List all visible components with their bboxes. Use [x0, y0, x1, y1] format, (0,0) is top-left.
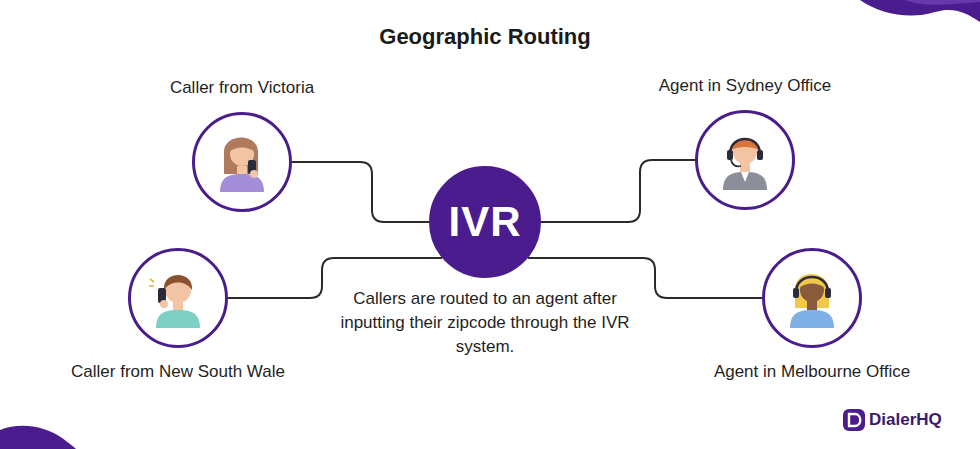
- avatar-circle: [762, 248, 862, 348]
- note-text: Callers are routed to an agent after inp…: [340, 287, 630, 359]
- connector-line: [292, 162, 429, 222]
- avatar-circle: [695, 110, 795, 210]
- agent-node: Agent in Sydney Office: [695, 110, 795, 210]
- node-heading: Agent in Melbourne Office: [714, 362, 910, 382]
- agent-avatar: [764, 250, 860, 346]
- caller-node: Caller from Victoria: [192, 112, 292, 212]
- caller-avatar: [130, 250, 226, 346]
- avatar-circle: [192, 112, 292, 212]
- node-heading: Caller from New South Wale: [71, 362, 285, 382]
- logo-text: DialerHQ: [869, 409, 969, 431]
- corner-blob: [0, 426, 76, 449]
- logo-icon: [843, 409, 865, 431]
- corner-blob: [905, 0, 980, 5]
- ivr-circle: IVR: [429, 166, 541, 278]
- agent-node: Agent in Melbourne Office: [762, 248, 862, 348]
- connector-line: [541, 160, 695, 222]
- node-text: IVR: [448, 198, 521, 246]
- corner-blob: [860, 0, 980, 22]
- node-heading: Caller from Victoria: [170, 78, 314, 98]
- caller-avatar: [194, 114, 290, 210]
- avatar-circle: [128, 248, 228, 348]
- agent-avatar: [697, 112, 793, 208]
- node-heading: Agent in Sydney Office: [659, 76, 832, 96]
- caller-node: Caller from New South Wale: [128, 248, 228, 348]
- diagram-title: Geographic Routing: [379, 24, 590, 50]
- ivr-node: IVR: [429, 166, 541, 278]
